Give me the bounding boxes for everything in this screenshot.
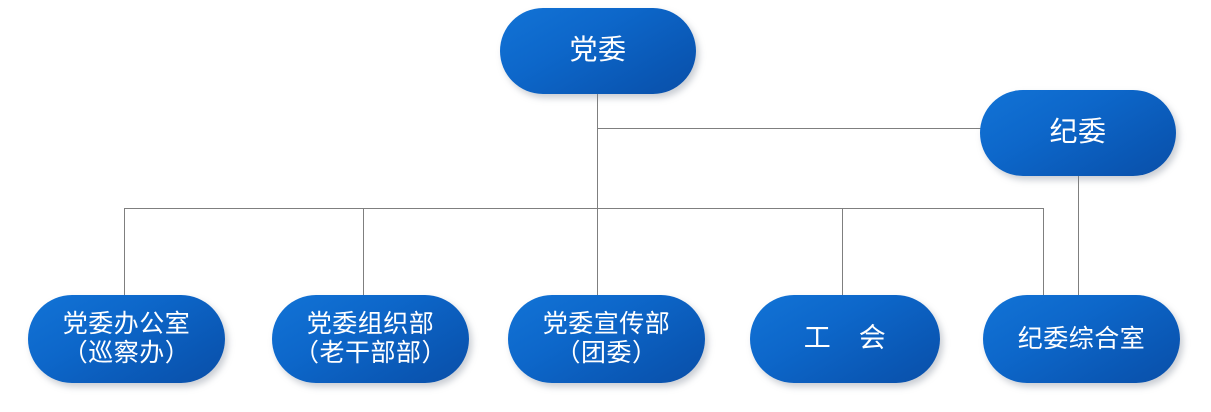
connector-drop-labor-union — [842, 208, 843, 296]
node-organization-dept[interactable]: 党委组织部 （老干部部） — [272, 295, 469, 383]
node-party-office-line-2: （巡察办） — [62, 340, 191, 367]
node-discipline-commission[interactable]: 纪委 — [980, 90, 1176, 176]
node-organization-dept-line-2: （老干部部） — [293, 340, 447, 367]
node-labor-union[interactable]: 工 会 — [750, 295, 940, 383]
node-party-committee[interactable]: 党委 — [500, 8, 696, 94]
node-publicity-dept[interactable]: 党委宣传部 （团委） — [508, 295, 705, 383]
connector-discipline-to-general-office — [1078, 175, 1079, 296]
connector-party-to-discipline — [597, 128, 981, 129]
node-party-office-line-1: 党委办公室 — [62, 311, 191, 338]
node-discipline-commission-line-1: 纪委 — [1049, 116, 1107, 148]
connector-drop-publicity-dept — [597, 208, 598, 296]
node-party-committee-line-1: 党委 — [569, 34, 627, 66]
node-labor-union-line-1: 工 会 — [803, 323, 887, 354]
node-discipline-general-office[interactable]: 纪委综合室 — [983, 295, 1180, 383]
connector-party-committee-stem — [597, 93, 598, 208]
connector-drop-discipline-general-office — [1043, 208, 1044, 296]
node-party-office[interactable]: 党委办公室 （巡察办） — [28, 295, 225, 383]
connector-drop-organization-dept — [363, 208, 364, 296]
node-publicity-dept-line-2: （团委） — [555, 340, 658, 367]
node-discipline-general-office-line-1: 纪委综合室 — [1017, 325, 1146, 353]
connector-drop-party-office — [124, 208, 125, 296]
connector-horizontal-bus — [124, 208, 1044, 209]
node-publicity-dept-line-1: 党委宣传部 — [542, 311, 671, 338]
node-organization-dept-line-1: 党委组织部 — [306, 311, 435, 338]
